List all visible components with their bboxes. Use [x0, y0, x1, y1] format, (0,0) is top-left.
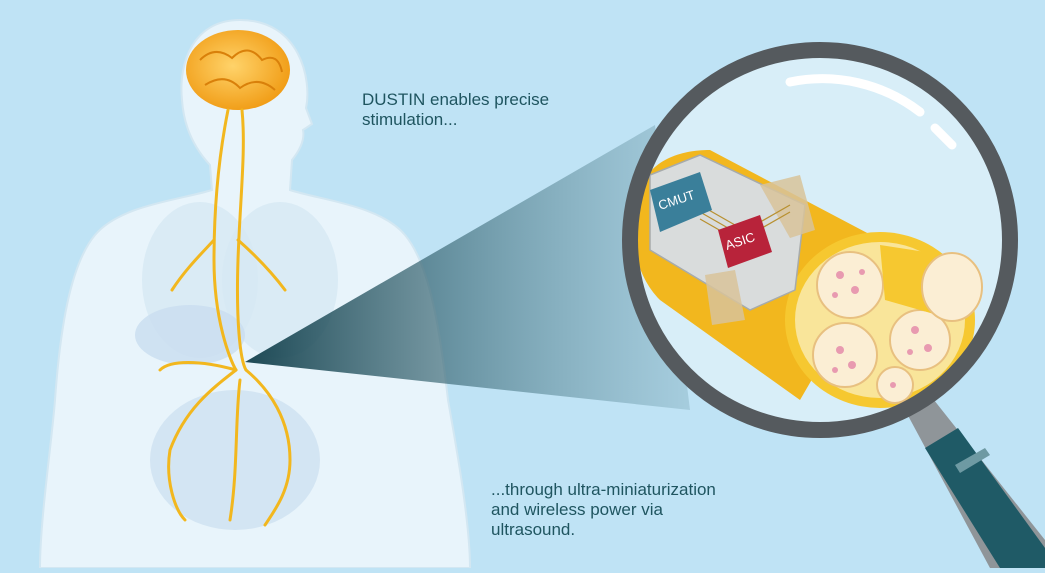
- zoom-beam: [245, 125, 690, 410]
- caption-bottom-line-3: ultrasound.: [491, 520, 576, 539]
- caption-bottom-line-1: ...through ultra-miniaturization: [491, 480, 716, 499]
- lens-rim: [622, 42, 1018, 438]
- caption-top-line-2: stimulation...: [362, 110, 458, 129]
- caption-bottom: ...through ultra-miniaturization and wir…: [491, 480, 716, 540]
- caption-bottom-line-2: and wireless power via: [491, 500, 663, 519]
- brain-icon: [186, 30, 290, 110]
- caption-top: DUSTIN enables precise stimulation...: [362, 90, 549, 130]
- human-body: [38, 18, 472, 569]
- caption-top-line-1: DUSTIN enables precise: [362, 90, 550, 109]
- asic-chip: ASIC: [718, 215, 772, 268]
- magnifying-glass-icon: CMUT ASIC: [622, 42, 1045, 568]
- nerve-cross-section: CMUT ASIC: [633, 150, 983, 408]
- cmut-chip: CMUT: [650, 172, 712, 232]
- vagus-nerve: [158, 108, 292, 527]
